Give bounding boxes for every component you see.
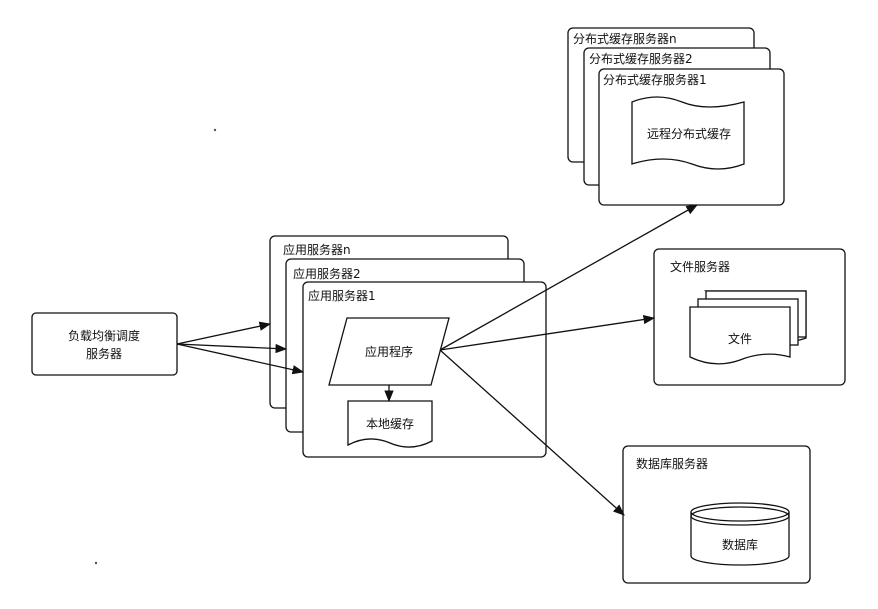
database-cylinder-top — [690, 502, 790, 522]
file-server-title: 文件服务器 — [670, 259, 730, 274]
local-cache-tape-shape — [347, 400, 433, 448]
remote-cache: 远程分布式缓存 — [631, 96, 745, 170]
application-program: 应用程序 — [328, 317, 450, 386]
file-doc-label: 文件 — [728, 331, 752, 346]
scan-speck — [213, 128, 217, 132]
local-cache-label: 本地缓存 — [366, 417, 414, 431]
load-balancer-label-line1: 负载均衡调度 — [68, 328, 140, 343]
load-balancer-label-line2: 服务器 — [86, 346, 122, 361]
database-cylinder — [690, 502, 790, 566]
cache-server-1-label: 分布式缓存服务器1 — [603, 72, 707, 87]
app-server-stack: 应用服务器n 应用服务器2 应用服务器1 应用程序 本地缓存 — [269, 235, 547, 458]
app-server-1-label: 应用服务器1 — [308, 288, 376, 303]
cache-server-stack: 分布式缓存服务器n 分布式缓存服务器2 分布式缓存服务器1 远程分布式缓存 — [567, 27, 785, 206]
database-server-title: 数据库服务器 — [636, 456, 708, 471]
scan-speck — [94, 561, 98, 565]
remote-cache-label: 远程分布式缓存 — [647, 126, 731, 141]
load-balancer-server: 负载均衡调度 服务器 — [31, 312, 178, 376]
arrow-program-to-cache-server — [439, 204, 699, 351]
arrow-program-to-file-server — [439, 314, 656, 351]
database-label: 数据库 — [722, 537, 758, 552]
database-cylinder-ring — [690, 506, 790, 526]
application-program-parallelogram — [328, 317, 450, 386]
file-document-stack — [689, 290, 807, 365]
cache-server-2-label: 分布式缓存服务器2 — [589, 51, 693, 66]
arrow-lb-to-app-2 — [176, 343, 288, 354]
remote-cache-flag-shape — [631, 96, 745, 170]
local-cache: 本地缓存 — [347, 400, 433, 448]
application-program-label: 应用程序 — [365, 344, 413, 359]
arrow-lb-to-app-1 — [176, 343, 305, 375]
load-balancer-box — [31, 312, 178, 376]
cache-server-n-label: 分布式缓存服务器n — [573, 31, 677, 46]
app-server-2-label: 应用服务器2 — [293, 266, 361, 281]
file-server: 文件服务器 文件 — [653, 248, 846, 386]
database-cylinder-body — [690, 512, 790, 566]
app-server-n-label: 应用服务器n — [283, 242, 351, 257]
connectors — [176, 204, 699, 516]
arrow-program-to-database-server — [439, 349, 625, 516]
database-server: 数据库服务器 数据库 — [622, 445, 811, 584]
file-doc-front — [689, 306, 791, 365]
arrow-lb-to-app-n — [176, 321, 272, 345]
